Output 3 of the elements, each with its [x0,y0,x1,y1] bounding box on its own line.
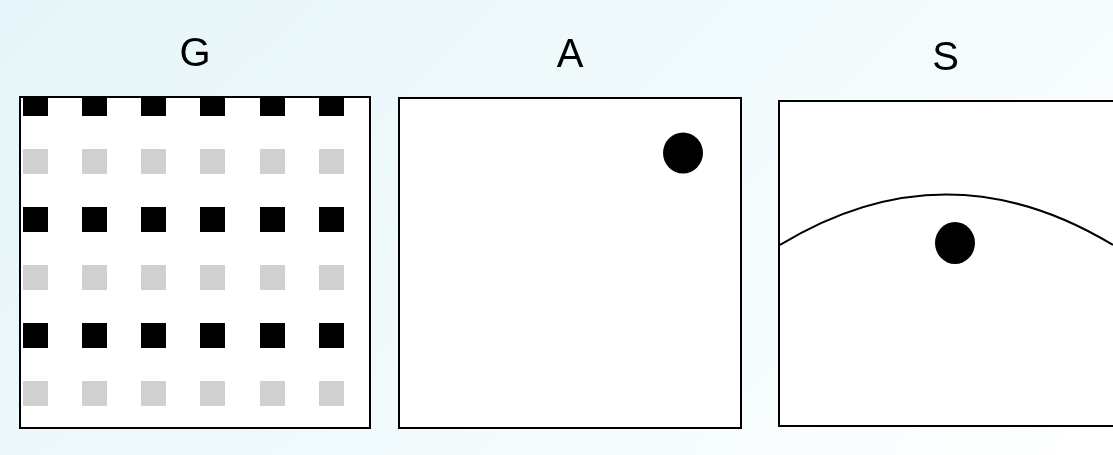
panel-heading: A [556,30,584,77]
panel-heading: G [179,29,211,76]
panel-heading: S [932,33,959,80]
